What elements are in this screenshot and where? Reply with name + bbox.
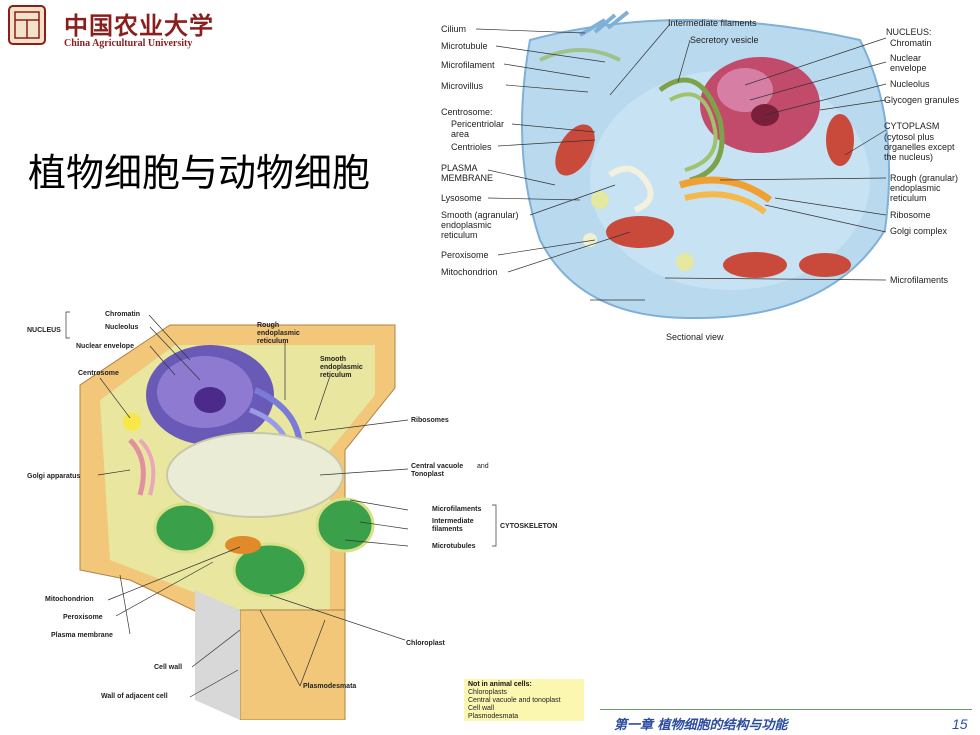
university-logo: 中国农业大学 China Agricultural University — [6, 4, 216, 50]
label-cilium: Cilium — [441, 24, 467, 34]
label-plant-microtubules: Microtubules — [432, 543, 476, 550]
label-plant-smooth-er-reticulum: reticulum — [320, 372, 352, 379]
label-mitochondrion: Mitochondrion — [441, 267, 498, 277]
label-cytoplasm: CYTOPLASM — [884, 121, 940, 131]
label-plant-smooth-er: Smooth — [320, 356, 347, 363]
label-golgi-complex: Golgi complex — [890, 226, 948, 236]
label-organelles-except: organelles except — [884, 142, 955, 152]
slide-title: 植物细胞与动物细胞 — [28, 151, 371, 195]
label-microvillus: Microvillus — [441, 81, 484, 91]
label-membrane: MEMBRANE — [441, 173, 494, 183]
label-envelope: envelope — [890, 63, 927, 73]
label-pericentriolar: Pericentriolar — [451, 119, 505, 129]
university-seal-icon — [8, 5, 46, 45]
label-plant-plasma-membrane: Plasma membrane — [51, 632, 113, 639]
label-plant-tonoplast: Tonoplast — [411, 471, 444, 478]
label-plasma: PLASMA — [441, 163, 478, 173]
label-plant-nucleus-group: NUCLEUS — [27, 327, 61, 334]
label-plant-nuclear-envelope: Nuclear envelope — [76, 343, 134, 350]
label-plant-cell-wall: Cell wall — [154, 664, 183, 671]
label-smooth-er-reticulum: reticulum — [441, 230, 478, 240]
note-item: Chloroplasts — [468, 689, 507, 696]
footer-chapter-title: 第一章 植物细胞的结构与功能 — [614, 718, 788, 733]
label-chromatin: Chromatin — [890, 38, 932, 48]
label-secretory-vesicle: Secretory vesicle — [690, 35, 759, 45]
label-plant-centrosome: Centrosome — [78, 370, 119, 377]
label-rough-er-endoplasmic: endoplasmic — [890, 183, 941, 193]
label-plant-cytoskeleton: CYTOSKELETON — [500, 523, 558, 530]
label-plant-central-vacuole: Central vacuole — [411, 463, 464, 470]
label-smooth-er: Smooth (agranular) — [441, 210, 519, 220]
label-plant-rough-er-endoplasmic: endoplasmic — [257, 330, 300, 337]
footer-divider — [600, 709, 972, 710]
label-rough-er-reticulum: reticulum — [890, 193, 927, 203]
label-nucleus: NUCLEUS: — [886, 27, 932, 37]
label-glycogen-granules: Glycogen granules — [884, 95, 960, 105]
note-title: Not in animal cells: — [468, 681, 532, 688]
page-number: 15 — [952, 716, 968, 732]
label-plant-and: and — [477, 463, 489, 470]
label-plant-chloroplast: Chloroplast — [406, 640, 445, 647]
label-intermediate-filaments: Intermediate filaments — [668, 18, 757, 28]
label-the-nucleus: the nucleus) — [884, 152, 934, 162]
label-plant-filaments: filaments — [432, 526, 463, 533]
label-nuclear: Nuclear — [890, 53, 922, 63]
label-plant-nucleolus: Nucleolus — [105, 324, 139, 331]
label-plant-rough-er-reticulum: reticulum — [257, 338, 289, 345]
label-plant-peroxisome: Peroxisome — [63, 614, 103, 621]
label-centrosome: Centrosome: — [441, 107, 493, 117]
label-plant-wall-adjacent: Wall of adjacent cell — [101, 693, 168, 700]
label-plant-ribosomes: Ribosomes — [411, 417, 449, 424]
label-microfilaments: Microfilaments — [890, 275, 949, 285]
plant-cell-illustration — [65, 311, 497, 720]
label-microfilament: Microfilament — [441, 60, 495, 70]
label-plant-microfilaments: Microfilaments — [432, 506, 482, 513]
label-nucleolus: Nucleolus — [890, 79, 930, 89]
label-peroxisome: Peroxisome — [441, 250, 489, 260]
note-item: Central vacuole and tonoplast — [468, 697, 561, 704]
label-cytosol-plus: (cytosol plus — [884, 132, 935, 142]
label-centrioles: Centrioles — [451, 142, 492, 152]
label-pericentriolar-area: area — [451, 129, 470, 139]
label-plant-golgi-apparatus: Golgi apparatus — [27, 473, 81, 480]
label-ribosome: Ribosome — [890, 210, 931, 220]
label-lysosome: Lysosome — [441, 193, 482, 203]
label-plant-smooth-er-endoplasmic: endoplasmic — [320, 364, 363, 371]
label-plant-chromatin: Chromatin — [105, 311, 140, 318]
logo-chinese-name: 中国农业大学 — [64, 11, 214, 40]
label-plant-plasmodesmata: Plasmodesmata — [303, 683, 357, 690]
note-item: Plasmodesmata — [468, 713, 519, 720]
note-item: Cell wall — [468, 705, 495, 712]
label-plant-intermediate: Intermediate — [432, 518, 474, 525]
label-plant-mitochondrion: Mitochondrion — [45, 596, 94, 603]
label-microtubule: Microtubule — [441, 41, 488, 51]
label-rough-er: Rough (granular) — [890, 173, 959, 183]
label-plant-rough-er: Rough — [257, 322, 280, 329]
logo-english-name: China Agricultural University — [64, 38, 193, 49]
animal-cell-illustration — [475, 10, 891, 320]
label-smooth-er-endoplasmic: endoplasmic — [441, 220, 492, 230]
not-in-animal-cells-note: Not in animal cells: Chloroplasts Centra… — [464, 679, 584, 721]
caption-sectional-view: Sectional view — [666, 332, 724, 342]
